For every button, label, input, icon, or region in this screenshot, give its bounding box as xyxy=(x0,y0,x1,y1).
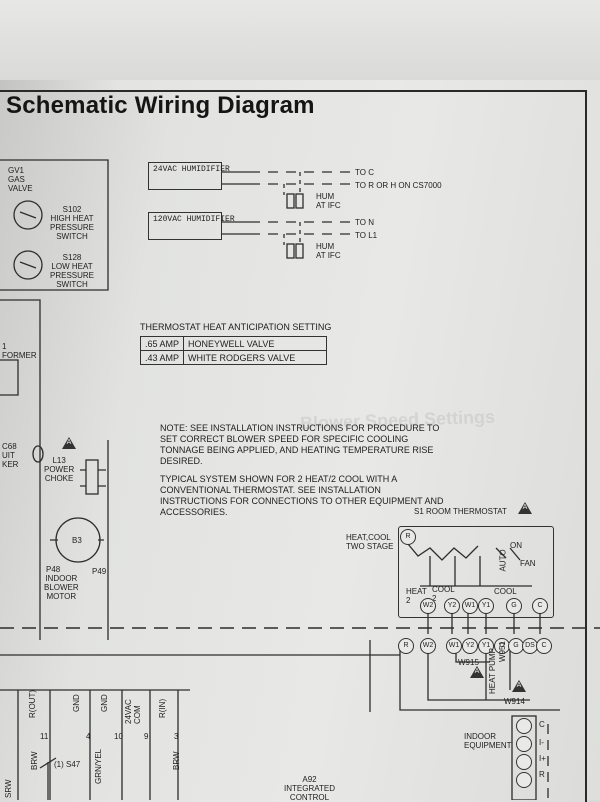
s47-label: (1) S47 xyxy=(54,760,81,769)
a92-label: A92 INTEGRATED CONTROL xyxy=(284,775,335,802)
valve-cell: HONEYWELL VALVE xyxy=(183,336,328,351)
wire-label: R(OUT) xyxy=(28,690,37,718)
ie-term-label: I- xyxy=(539,738,544,747)
transformer-label: 1 FORMER xyxy=(2,342,37,360)
pin-number: 4 xyxy=(86,732,91,741)
amp-cell: .43 AMP xyxy=(139,350,185,365)
indoor-equipment-label: INDOOR EQUIPMENT xyxy=(464,732,512,750)
thermostat-w2-terminal: W2 xyxy=(420,598,436,614)
wire-color-label: BRW xyxy=(30,751,39,770)
diagram-frame xyxy=(0,90,587,802)
ifc-terminal-r: R xyxy=(398,638,414,654)
w915-label: W915 xyxy=(458,658,479,667)
ie-terminal xyxy=(516,772,532,788)
p49-label: P49 xyxy=(92,567,107,576)
anticipation-heading: THERMOSTAT HEAT ANTICIPATION SETTING xyxy=(140,322,332,332)
on-label: ON xyxy=(510,541,522,550)
wire-label: 24VAC COM xyxy=(124,699,142,724)
s128-label: S128 LOW HEAT PRESSURE SWITCH xyxy=(50,253,95,289)
wire-color-label: SRW xyxy=(4,779,13,798)
ie-term-label: I+ xyxy=(539,754,546,763)
ie-terminal xyxy=(516,718,532,734)
thermostat-g-terminal: G xyxy=(506,598,522,614)
pin-number: 11 xyxy=(40,732,49,741)
note-blower-speed: NOTE: SEE INSTALLATION INSTRUCTIONS FOR … xyxy=(160,423,440,466)
auto-label: AUTO xyxy=(498,549,508,572)
pin-number: 9 xyxy=(144,732,149,741)
to-n-label: TO N xyxy=(355,218,374,227)
ifc-terminal-w2: W2 xyxy=(420,638,436,654)
w951-label: W951 xyxy=(498,641,507,662)
humidifier-120vac-box: 120VAC HUMIDIFIER xyxy=(148,212,235,240)
w914-label: W914 xyxy=(504,697,525,706)
wire-label: R(IN) xyxy=(158,698,167,718)
warning-icon: A xyxy=(512,680,526,692)
ifc-terminal-y2: Y2 xyxy=(462,638,478,654)
ie-terminal xyxy=(516,736,532,752)
page-top-margin xyxy=(0,0,600,80)
thermostat-y2-terminal: Y2 xyxy=(444,598,460,614)
ifc-terminal-o: O xyxy=(494,638,510,654)
table-row: .65 AMP HONEYWELL VALVE xyxy=(139,336,328,351)
thermostat-y1-terminal: Y1 xyxy=(478,598,494,614)
to-r-label: TO R OR H ON CS7000 xyxy=(355,181,442,190)
ifc-terminal-c: C xyxy=(536,638,552,654)
pin-number: 10 xyxy=(114,732,123,741)
hum-at-ifc-2: HUM AT IFC xyxy=(316,242,341,260)
power-choke-label: L13 POWER CHOKE xyxy=(44,456,75,483)
ie-term-label: R xyxy=(539,770,545,779)
cool2-label: COOL 2 xyxy=(432,585,455,603)
amp-cell: .65 AMP xyxy=(139,336,185,351)
valve-cell: WHITE RODGERS VALVE xyxy=(183,350,328,365)
to-c-label: TO C xyxy=(355,168,374,177)
b3-label: B3 xyxy=(72,536,82,545)
ifc-terminal-w1: W1 xyxy=(446,638,462,654)
table-row: .43 AMP WHITE RODGERS VALVE xyxy=(139,350,328,365)
warning-icon: A xyxy=(470,666,484,678)
note-typical-system: TYPICAL SYSTEM SHOWN FOR 2 HEAT/2 COOL W… xyxy=(160,474,444,517)
anticipation-table: .65 AMP HONEYWELL VALVE .43 AMP WHITE RO… xyxy=(139,336,328,365)
ie-term-label: C xyxy=(539,720,545,729)
humidifier-24vac-box: 24VAC HUMIDIFIER xyxy=(148,162,230,190)
thermostat-title: S1 ROOM THERMOSTAT xyxy=(414,507,507,516)
s102-label: S102 HIGH HEAT PRESSURE SWITCH xyxy=(50,205,95,241)
to-l1-label: TO L1 xyxy=(355,231,378,240)
hum-at-ifc-1: HUM AT IFC xyxy=(316,192,341,210)
heat-pump-label: HEAT PUMP xyxy=(488,648,497,694)
thermostat-r-terminal: R xyxy=(400,529,416,545)
pin-number: 3 xyxy=(174,732,179,741)
gas-valve-label: GV1 GAS VALVE xyxy=(8,166,33,193)
ifc-terminal-y1: Y1 xyxy=(478,638,494,654)
wire-color-label: BRW xyxy=(172,751,181,770)
warning-icon: A xyxy=(518,502,532,514)
heat2-label: HEAT 2 xyxy=(406,587,427,605)
wire-color-label: GRN/YEL xyxy=(94,748,103,784)
ie-terminal xyxy=(516,754,532,770)
thermostat-box xyxy=(398,526,554,618)
warning-icon: A xyxy=(62,437,76,449)
breaker-label: C68 UIT KER xyxy=(2,442,19,469)
page-title: Schematic Wiring Diagram xyxy=(6,92,315,119)
wire-label: GND xyxy=(72,694,81,712)
thermostat-w1-terminal: W1 xyxy=(462,598,478,614)
thermostat-c-terminal: C xyxy=(532,598,548,614)
p48-label: P48 xyxy=(46,565,61,574)
fan-label: FAN xyxy=(520,559,536,568)
thermostat-subtitle: HEAT,COOL TWO STAGE xyxy=(346,533,394,551)
blower-motor-label: INDOOR BLOWER MOTOR xyxy=(44,574,79,601)
wire-label: GND xyxy=(100,694,109,712)
cool-label: COOL xyxy=(494,587,517,596)
